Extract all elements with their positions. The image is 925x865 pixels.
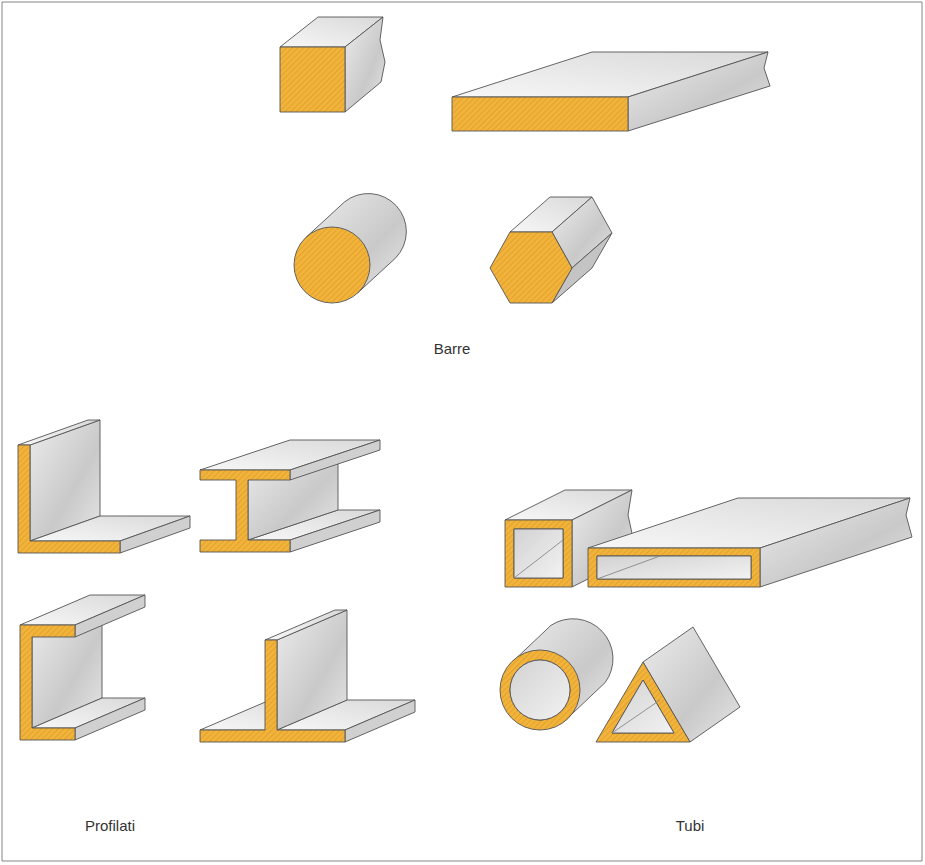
tube-inside xyxy=(514,540,563,578)
profile-face xyxy=(290,440,380,480)
tube-inside xyxy=(597,556,751,579)
group-label: Barre xyxy=(434,340,471,357)
bar-section xyxy=(490,232,572,303)
bar-face xyxy=(345,17,385,112)
profile-section xyxy=(200,470,290,552)
profile-section xyxy=(18,445,120,553)
profile-face xyxy=(345,700,415,742)
tube-section xyxy=(505,520,572,587)
tube-section xyxy=(500,650,580,730)
bar-section xyxy=(280,47,345,112)
tube-inside xyxy=(612,700,660,733)
tube-face xyxy=(760,498,912,587)
bar-section xyxy=(452,97,628,131)
profile-face xyxy=(75,698,145,740)
profile-section xyxy=(20,625,75,740)
group-label: Tubi xyxy=(676,817,705,834)
tube-inside xyxy=(612,680,674,733)
tube-inside xyxy=(510,660,570,720)
profile-face xyxy=(120,516,190,553)
profile-section xyxy=(200,640,345,742)
profile-face xyxy=(75,595,145,637)
tube-inside xyxy=(514,529,563,578)
bar-face xyxy=(628,52,770,131)
profile-face xyxy=(265,610,347,640)
tube-section xyxy=(588,548,760,587)
group-label: Profilati xyxy=(85,817,135,834)
tube-section xyxy=(596,662,690,742)
profile-face xyxy=(277,610,347,730)
tube-inside xyxy=(597,556,660,579)
bar-section xyxy=(294,227,370,303)
profile-face xyxy=(18,420,100,445)
